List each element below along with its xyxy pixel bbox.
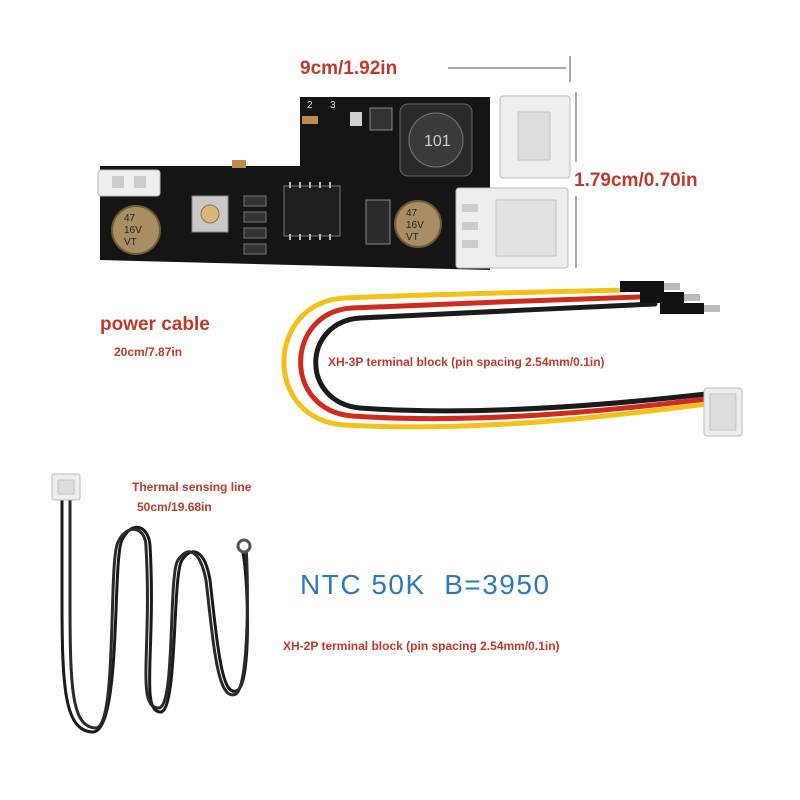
capacitor-left	[111, 205, 161, 255]
board-length-label: 9cm/1.92in	[300, 58, 398, 79]
svg-text:3: 3	[330, 100, 336, 111]
thermal-line	[51, 473, 252, 734]
svg-text:101: 101	[424, 133, 451, 150]
power-cable	[281, 281, 743, 437]
ic-chip	[283, 185, 341, 237]
svg-text:VT: VT	[406, 232, 419, 243]
thermal-line-title: Thermal sensing line	[132, 480, 252, 494]
svg-text:16V: 16V	[124, 225, 142, 236]
thermal-line-length: 50cm/19.68in	[137, 500, 212, 514]
svg-text:16V: 16V	[406, 220, 424, 231]
svg-text:47: 47	[406, 208, 418, 219]
power-cable-title: power cable	[100, 314, 210, 335]
xh2-terminal-label: XH-2P terminal block (pin spacing 2.54mm…	[283, 639, 560, 653]
dimension-lines	[448, 56, 577, 268]
left-connector	[97, 169, 161, 197]
ring-terminal	[236, 538, 252, 554]
svg-text:47: 47	[124, 213, 136, 224]
svg-text:2: 2	[307, 100, 313, 111]
xh3-terminal-label: XH-3P terminal block (pin spacing 2.54mm…	[328, 355, 605, 369]
capacitor-right	[394, 200, 442, 248]
pcb-board: 47 16V VT 2 3 101 47	[97, 95, 571, 270]
ntc-spec-label: NTC 50K B=3950	[300, 569, 551, 600]
board-width-label: 1.79cm/0.70in	[574, 170, 698, 191]
svg-text:VT: VT	[124, 237, 137, 248]
power-cable-length: 20cm/7.87in	[114, 345, 183, 359]
